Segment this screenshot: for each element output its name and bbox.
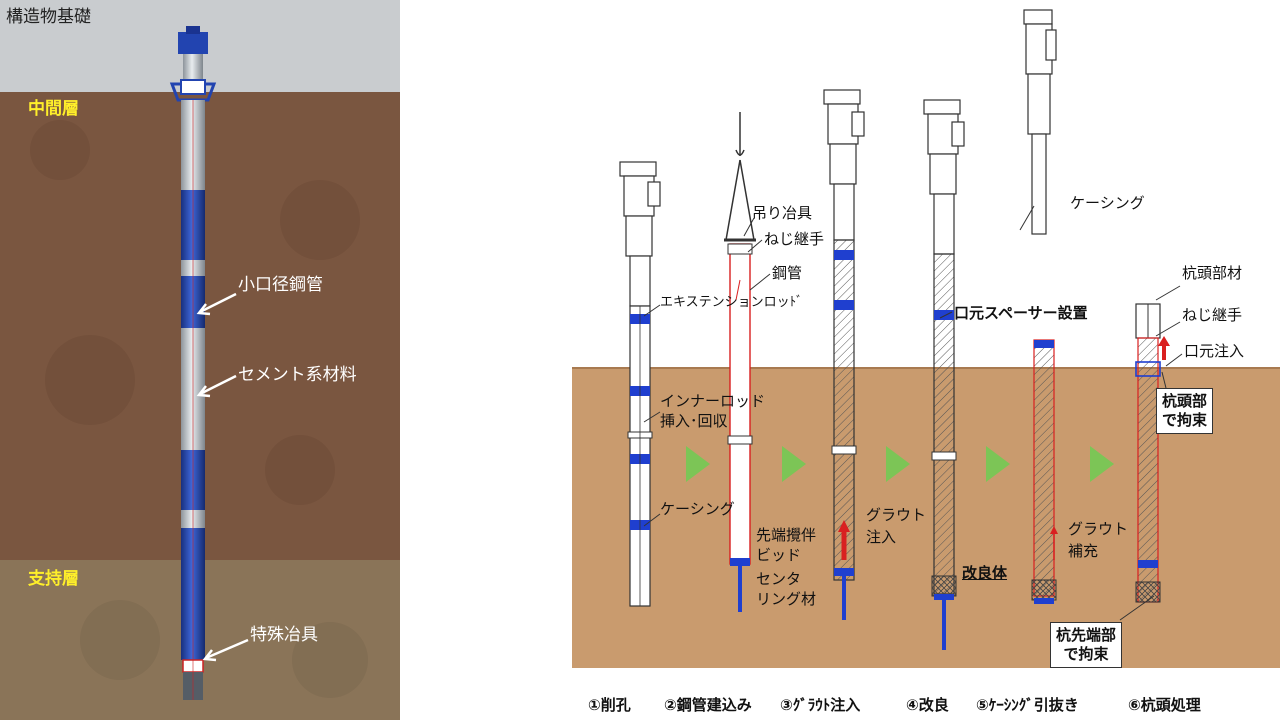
label-tip-stir-1: 先端攪伴 [756, 526, 817, 544]
drill-rig-5 [1023, 9, 1057, 235]
pipe-head-bolt [186, 26, 200, 34]
construction-process-diagram: エキステンションロッﾄﾞ インナーロッド 挿入･回収 ケーシング 吊り冶具 ねじ… [560, 0, 1280, 720]
column-4-improvement [931, 253, 957, 650]
callout-arrows [196, 292, 249, 662]
label-steel-pipe: 鋼管 [772, 264, 803, 282]
drill-rig-4 [923, 99, 965, 255]
step-label-4: ④改良 [906, 696, 949, 714]
label-grout-inj-2: 注入 [866, 528, 897, 546]
label-small-pipe: 小口径鋼管 [238, 275, 323, 295]
label-special-jig: 特殊冶具 [250, 625, 318, 645]
label-pile-head-material: 杭頭部材 [1182, 264, 1243, 282]
step-arrows [686, 446, 1114, 482]
label-grout-inj-1: グラウト [866, 506, 927, 524]
label-mouth-inject: 口元注入 [1184, 342, 1245, 360]
drill-rig-3 [823, 89, 865, 241]
label-casing-1: ケーシング [660, 500, 735, 518]
pipe-head-plate [180, 79, 206, 95]
column-3-grout-injection [831, 239, 857, 620]
label-cement: セメント系材料 [238, 365, 357, 385]
step-label-5: ⑤ｹｰｼﾝｸﾞ引抜き [976, 696, 1079, 714]
pipe-head-cap [178, 32, 208, 54]
pile-section-svg [0, 0, 400, 720]
label-foundation: 構造物基礎 [6, 7, 91, 27]
box-pile-head-line-1: 杭頭部 [1162, 392, 1208, 410]
step-label-1: ①削孔 [588, 696, 631, 714]
leader-lines [643, 205, 1183, 621]
label-screw-joint-1: ねじ継手 [764, 230, 825, 248]
label-inner-rod-1: インナーロッド [660, 392, 766, 410]
label-mouth-spacer: 口元スペーサー設置 [954, 304, 1088, 322]
hanging-jig [724, 112, 756, 242]
label-grout-fill-1: グラウト [1068, 520, 1129, 538]
box-pile-tip: 杭先端部 で拘束 [1050, 622, 1123, 668]
label-middle-layer: 中間層 [28, 99, 79, 119]
label-inner-rod-2: 挿入･回収 [660, 412, 728, 430]
pipe-head-collar [183, 54, 203, 82]
pile-cross-section-illustration: 構造物基礎 中間層 支持層 小口径鋼管 セメント系材料 特殊冶具 [0, 0, 400, 720]
label-centering-2: リング材 [756, 590, 817, 608]
label-extension-rod: エキステンションロッﾄﾞ [660, 295, 803, 310]
step-label-6: ⑥杭頭処理 [1128, 696, 1201, 714]
box-pile-head-line-2: で拘束 [1162, 411, 1208, 429]
box-pile-head: 杭頭部 で拘束 [1156, 388, 1214, 434]
step-label-2: ②鋼管建込み [664, 696, 752, 714]
soil-texture [30, 120, 368, 698]
column-1-casing [627, 305, 653, 607]
label-hanging-jig: 吊り冶具 [752, 204, 813, 222]
label-screw-joint-2: ねじ継手 [1182, 306, 1243, 324]
drill-rig-1 [619, 161, 661, 307]
column-2-steel-pipe [727, 243, 753, 612]
box-pile-tip-line-1: 杭先端部 [1056, 626, 1117, 644]
box-pile-tip-line-2: で拘束 [1063, 645, 1109, 663]
column-6-pile-head [1135, 303, 1170, 603]
process-svg [572, 9, 1280, 668]
step-label-3: ③ｸﾞﾗｳﾄ注入 [780, 696, 861, 714]
label-tip-stir-2: ビッド [756, 546, 802, 564]
label-improved-body: 改良体 [962, 564, 1008, 582]
label-bearing-layer: 支持層 [28, 569, 79, 589]
label-grout-fill-2: 補充 [1068, 542, 1099, 560]
label-casing-top: ケーシング [1070, 194, 1145, 212]
label-centering-1: センタ [756, 570, 802, 588]
column-5-casing-extraction [1031, 339, 1058, 604]
